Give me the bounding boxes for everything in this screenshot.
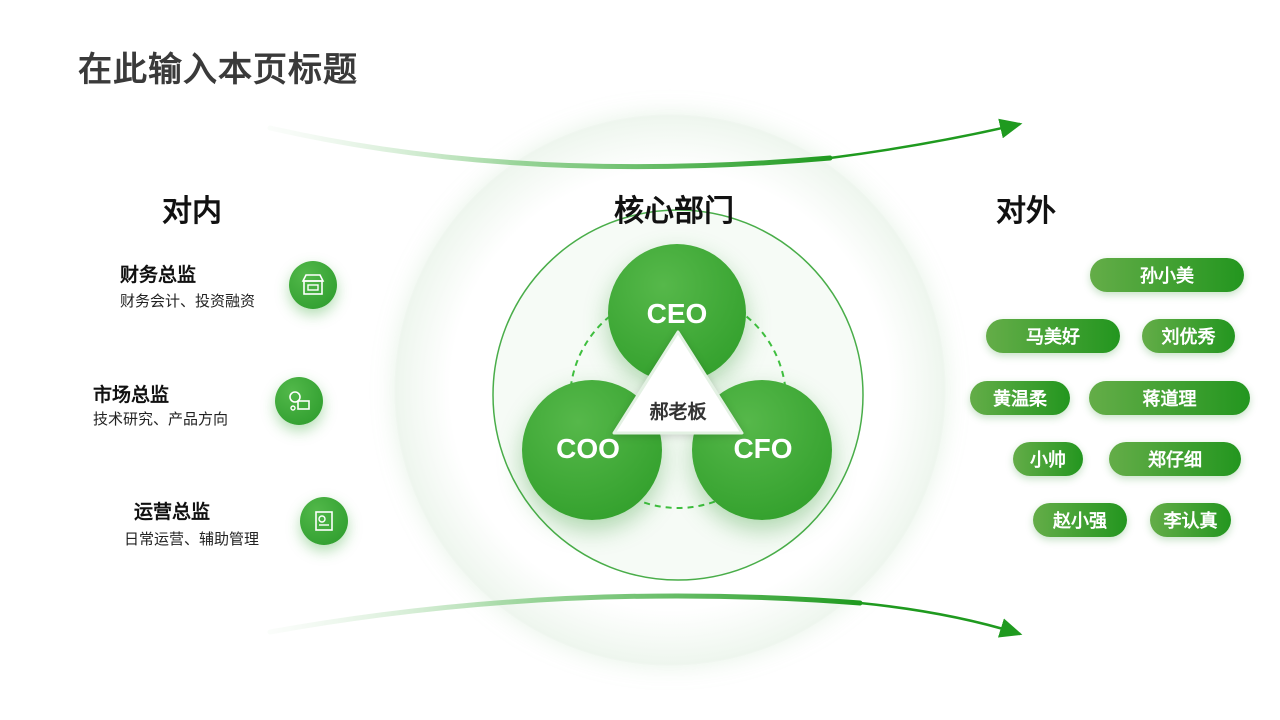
- person-pill: 小帅: [1013, 442, 1083, 476]
- internal-item-desc: 财务会计、投资融资: [120, 292, 256, 310]
- column-internal-heading: 对内: [162, 194, 222, 229]
- internal-item-title: 市场总监: [93, 384, 170, 406]
- internal-item-desc: 技术研究、产品方向: [93, 410, 229, 428]
- internal-item-desc: 日常运营、辅助管理: [124, 530, 260, 548]
- person-pill: 马美好: [986, 319, 1120, 353]
- person-pill: 黄温柔: [970, 381, 1070, 415]
- column-external-heading: 对外: [996, 194, 1056, 229]
- person-pill: 李认真: [1150, 503, 1231, 537]
- person-pill: 蒋道理: [1089, 381, 1250, 415]
- person-pill: 郑仔细: [1109, 442, 1241, 476]
- person-pill: 赵小强: [1033, 503, 1127, 537]
- cfo-label: CFO: [733, 433, 793, 464]
- delivery-icon: [275, 377, 323, 425]
- internal-item-title: 财务总监: [120, 264, 197, 286]
- page-title: 在此输入本页标题: [78, 50, 358, 90]
- storefront-icon: [289, 261, 337, 309]
- internal-item-title: 运营总监: [134, 501, 211, 523]
- column-core-heading: 核心部门: [614, 194, 734, 229]
- person-pill: 孙小美: [1090, 258, 1244, 292]
- ceo-label: CEO: [646, 298, 708, 329]
- bottom-arrow: [859, 601, 1023, 638]
- coo-label: COO: [556, 433, 620, 464]
- person-pill: 刘优秀: [1142, 319, 1235, 353]
- top-swoosh: [267, 125, 833, 170]
- document-chart-icon: [300, 497, 348, 545]
- center-boss-label: 郝老板: [649, 401, 707, 423]
- bottom-swoosh: [267, 593, 863, 635]
- ceo-circle: CEO: [608, 244, 746, 382]
- top-arrow: [829, 118, 1023, 160]
